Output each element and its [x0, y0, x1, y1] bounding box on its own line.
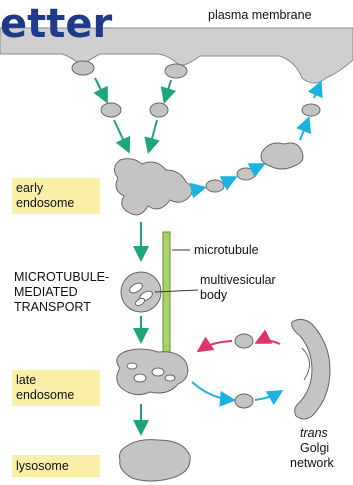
cyan-arrow: [194, 188, 203, 190]
multivesicular-body-label-line1: multivesicular: [200, 273, 276, 287]
early-endosome-label-box: early endosome: [12, 178, 100, 214]
early-endosome-label-line2: endosome: [16, 196, 74, 210]
lysosome-label-box: lysosome: [12, 455, 100, 477]
cyan-arrow: [226, 178, 234, 182]
green-arrow: [95, 78, 106, 100]
trans-golgi-label-line1: trans: [300, 426, 328, 440]
microtubule-label: microtubule: [194, 243, 259, 257]
recycling-vesicle: [302, 104, 320, 116]
green-arrow: [114, 120, 128, 150]
trans-golgi-label-line2: Golgi: [300, 441, 329, 455]
cyan-arrow: [300, 120, 308, 140]
trans-golgi-label-line3: network: [290, 456, 334, 470]
late-endosome-label-line1: late: [16, 373, 36, 387]
cyan-arrow: [192, 382, 232, 400]
recycling-vesicle: [206, 180, 224, 192]
recycling-endosome-shape: [261, 143, 303, 169]
endocytic-vesicle: [101, 103, 121, 117]
trans-golgi-network-shape: [292, 319, 330, 419]
green-arrow: [149, 120, 157, 150]
slide-title-fragment: etter: [0, 0, 112, 48]
lysosome-shape: [120, 440, 191, 481]
multivesicular-body-label-line2: body: [200, 288, 227, 302]
endocytic-vesicle: [150, 103, 168, 117]
internal-vesicle: [152, 368, 164, 376]
internal-vesicle: [165, 375, 175, 381]
transport-label-line2: MEDIATED: [14, 285, 78, 299]
recycling-vesicle: [237, 168, 255, 180]
late-endosome-label-line2: endosome: [16, 388, 74, 402]
golgi-vesicle: [235, 394, 253, 408]
golgi-cisterna: [302, 348, 310, 380]
early-endosome-label-line1: early: [16, 181, 43, 195]
cyan-arrow: [256, 165, 262, 168]
green-arrow: [165, 80, 171, 100]
lysosome-label: lysosome: [16, 459, 69, 473]
late-endosome-label-box: late endosome: [12, 370, 100, 406]
golgi-vesicle: [235, 334, 253, 348]
internal-vesicle: [134, 374, 146, 382]
internal-vesicle: [127, 363, 137, 369]
early-endosome-shape: [114, 159, 192, 215]
budding-vesicle-left: [72, 61, 94, 75]
magenta-arrow: [258, 340, 280, 344]
cyan-arrow: [255, 392, 280, 400]
cyan-arrow: [314, 84, 320, 98]
transport-label-line1: MICROTUBULE-: [14, 270, 109, 284]
budding-vesicle-right: [165, 64, 187, 78]
plasma-membrane-label: plasma membrane: [208, 8, 312, 22]
transport-label-line3: TRANSPORT: [14, 300, 91, 314]
magenta-arrow: [200, 341, 232, 350]
